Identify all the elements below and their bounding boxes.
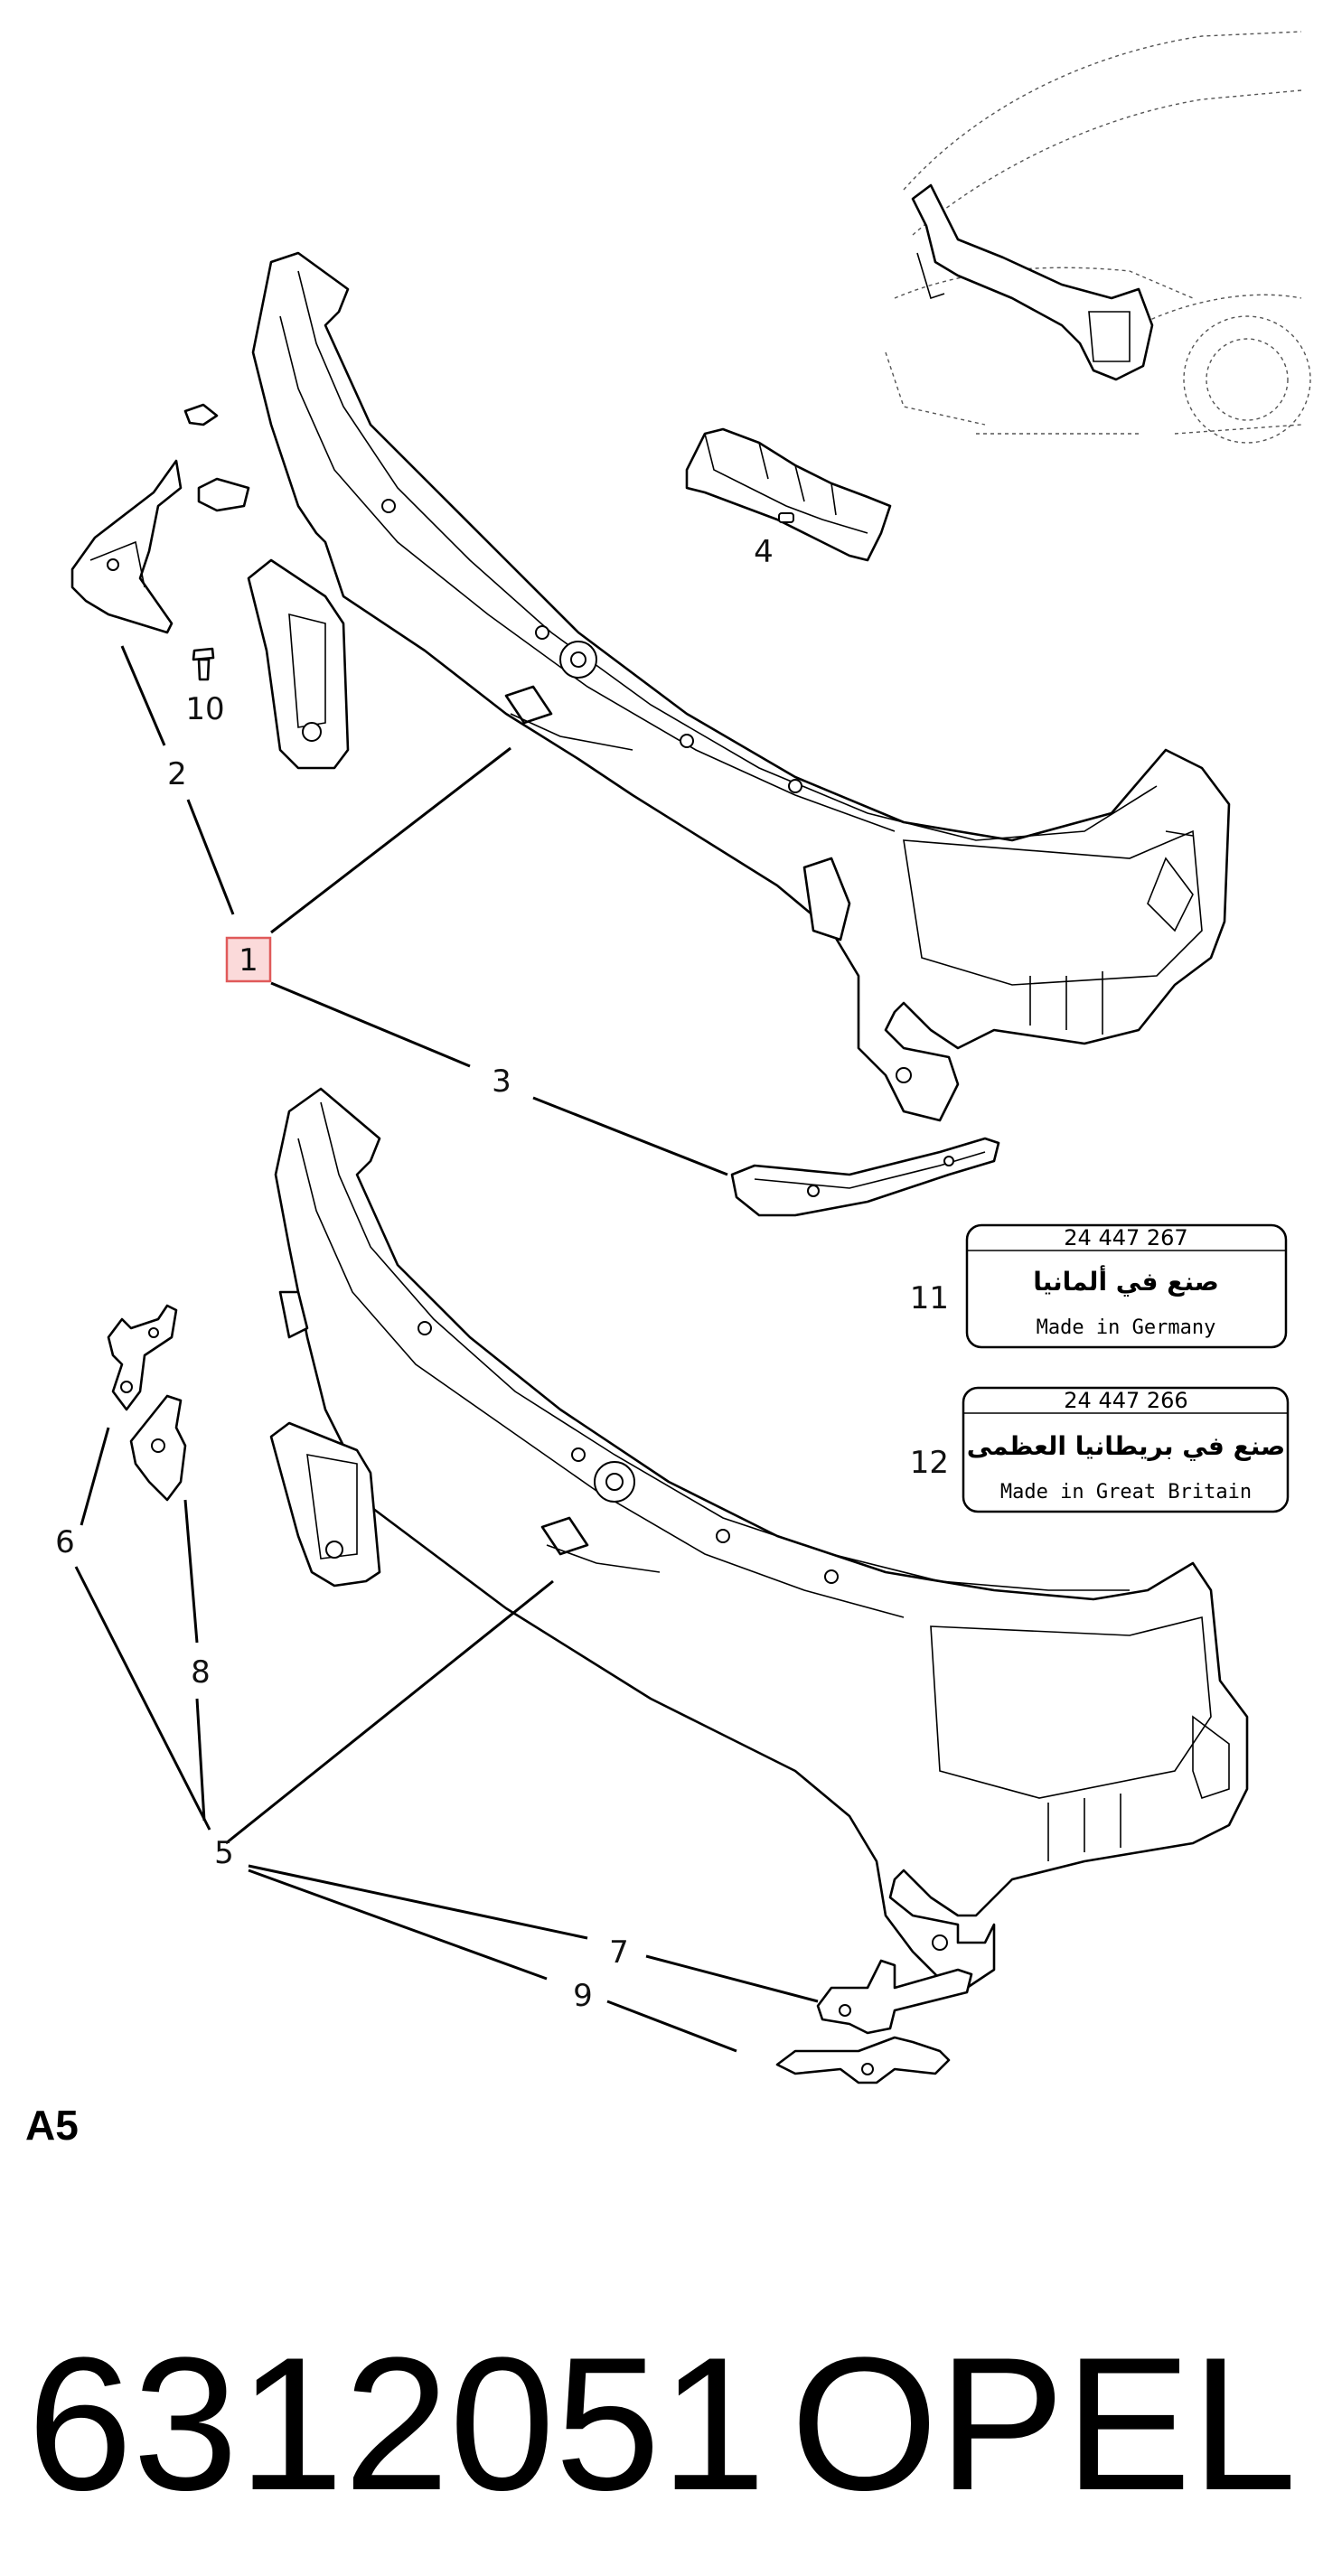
small-bracket-upper — [183, 403, 250, 512]
label-11-made-text: Made in Germany — [1037, 1316, 1216, 1339]
label-11-number: 24 447 267 — [1064, 1225, 1187, 1251]
callout-7[interactable]: 7 — [609, 1934, 629, 1971]
callout-6[interactable]: 6 — [55, 1524, 75, 1560]
callout-1[interactable]: 1 — [239, 942, 258, 979]
label-12-arabic: صنع في بريطانيا العظمى — [967, 1431, 1286, 1461]
part-4-block — [685, 427, 892, 562]
label-11-made-in-germany: 24 447 267 صنع في ألمانيا Made in German… — [965, 1223, 1288, 1349]
part-3-rail — [730, 1137, 1000, 1217]
callout-9[interactable]: 9 — [573, 1978, 593, 2014]
label-12-made-in-great-britain: 24 447 266 صنع في بريطانيا العظمى Made i… — [962, 1386, 1290, 1513]
part-6-hinge — [107, 1304, 178, 1411]
radiator-support-upper — [247, 251, 1231, 1122]
callout-3[interactable]: 3 — [492, 1063, 511, 1100]
callout-10[interactable]: 10 — [185, 691, 224, 727]
callout-11[interactable]: 11 — [910, 1280, 949, 1316]
radiator-support-lower — [269, 1087, 1249, 1990]
vehicle-locator-sketch — [885, 31, 1311, 444]
page-tag: A5 — [25, 2102, 79, 2149]
part-8-hinge — [129, 1394, 187, 1502]
part-10-bolt — [192, 647, 215, 681]
label-11-arabic: صنع في ألمانيا — [1033, 1265, 1219, 1297]
callout-4[interactable]: 4 — [754, 534, 774, 570]
callouts: 1 2 3 4 5 6 7 8 9 10 11 12 — [55, 534, 949, 2014]
part-7-bracket — [816, 1959, 973, 2035]
part-2-bracket — [70, 459, 183, 634]
callout-8[interactable]: 8 — [191, 1654, 211, 1691]
callout-5[interactable]: 5 — [214, 1835, 234, 1871]
brand-name: OPEL — [791, 2318, 1297, 2530]
part-number: 6312051 — [27, 2318, 766, 2530]
leader-lines — [74, 645, 819, 2053]
label-12-made-text: Made in Great Britain — [1000, 1481, 1252, 1503]
callout-12[interactable]: 12 — [910, 1445, 949, 1481]
callout-1-highlight — [225, 936, 272, 983]
part-9-bracket — [775, 2036, 951, 2084]
label-12-number: 24 447 266 — [1064, 1388, 1187, 1413]
callout-2[interactable]: 2 — [167, 756, 187, 792]
